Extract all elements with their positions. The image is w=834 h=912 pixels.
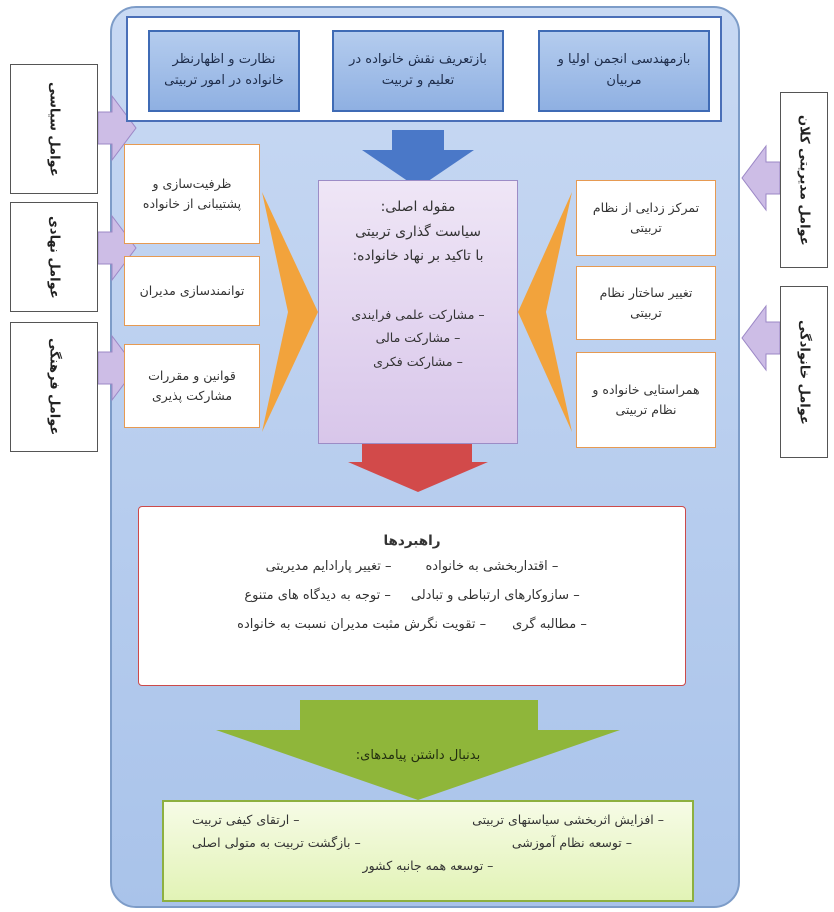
factor-cultural: عوامل فرهنگی — [10, 322, 98, 452]
purple-arrow-right-1 — [741, 144, 781, 212]
outcome-item: – توسعه همه جانبه کشور — [362, 858, 494, 873]
center-title-line1: مقوله اصلی: — [380, 199, 456, 215]
green-down-arrow — [216, 700, 620, 800]
center-item: – مشارکت فکری — [373, 354, 463, 369]
box-manager-empowerment: توانمندسازی مدیران — [124, 256, 260, 326]
red-down-arrow — [348, 444, 488, 492]
outcome-item: – بازگشت تربیت به متولی اصلی — [192, 835, 361, 850]
orange-right-arrow — [518, 192, 572, 432]
box-structure-change: تغییر ساختار نظام تربیتی — [576, 266, 716, 340]
strategies-title: راهبردها — [383, 533, 441, 549]
box-capacity-building: ظرفیت‌سازی و پشتیبانی از خانواده — [124, 144, 260, 244]
strategy-item: – اقتداربخشی به خانواده — [425, 559, 559, 574]
box-laws-regulations: قوانین و مقررات مشارکت پذیری — [124, 344, 260, 428]
outcomes-box: – افزایش اثربخشی سیاستهای تربیتی – ارتقا… — [162, 800, 694, 902]
strategy-item: – تغییر پارادایم مدیریتی — [265, 559, 392, 574]
outcomes-title: بدنبال داشتن پیامدهای: — [355, 748, 481, 763]
strategy-item: – توجه به دیدگاه های متنوع — [244, 588, 391, 603]
factor-institutional: عوامل نهادی — [10, 202, 98, 312]
center-core-category: مقوله اصلی: سیاست گذاری تربیتی با تاکید … — [318, 180, 518, 444]
outcome-item: – توسعه نظام آموزشی — [511, 835, 632, 850]
box-decentralization: تمرکز زدایی از نظام تربیتی — [576, 180, 716, 256]
factor-macro-management: عوامل مدیریتی کلان — [780, 92, 828, 268]
strategy-item: – تقویت نگرش مثبت مدیران نسبت به خانواده — [237, 617, 487, 632]
factor-political: عوامل سیاسی — [10, 64, 98, 194]
top-box-supervision: نظارت و اظهارنظر خانواده در امور تربیتی — [148, 30, 300, 112]
strategy-item: – سازوکارهای ارتباطی و تبادلی — [410, 588, 580, 603]
factor-family: عوامل خانوادگی — [780, 286, 828, 458]
top-box-redefine-role: بازتعریف نقش خانواده در تعلیم و تربیت — [332, 30, 504, 112]
box-alignment: همراستایی خانواده و نظام تربیتی — [576, 352, 716, 448]
strategy-item: – مطالبه گری — [512, 617, 587, 632]
strategies-box: راهبردها – اقتداربخشی به خانواده – تغییر… — [138, 506, 686, 686]
top-box-reengineering: بازمهندسی انجمن اولیا و مربیان — [538, 30, 710, 112]
center-item: – مشارکت علمی فرایندی — [351, 306, 485, 322]
center-title-line2: سیاست گذاری تربیتی — [355, 223, 481, 240]
center-title-line3: با تاکید بر نهاد خانواده: — [352, 248, 484, 264]
outcome-item: – افزایش اثربخشی سیاستهای تربیتی — [472, 812, 664, 827]
blue-down-arrow — [362, 130, 474, 188]
center-item: – مشارکت مالی — [375, 330, 461, 346]
purple-arrow-right-2 — [741, 304, 781, 372]
outcome-item: – ارتقای کیفی تربیت — [192, 812, 300, 827]
orange-left-arrow — [262, 192, 318, 432]
